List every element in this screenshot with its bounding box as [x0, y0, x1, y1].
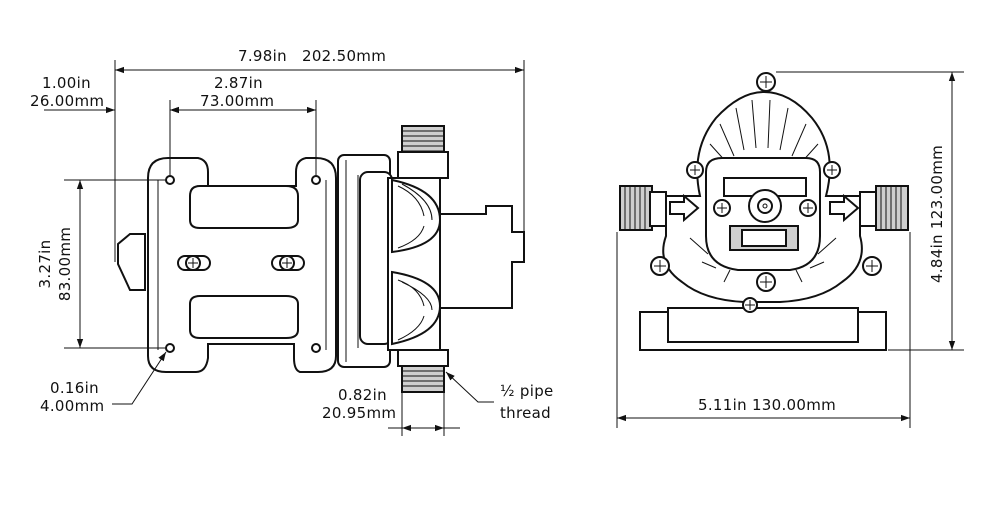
- front-height-label: 4.84in 123.00mm: [928, 145, 946, 283]
- hole-spacing-length-mm: 73.00mm: [200, 92, 274, 110]
- front-screw-lower-right-icon: [862, 256, 882, 276]
- mount-hole-bottom-left: [165, 343, 175, 353]
- front-outlet-port: [859, 185, 909, 231]
- thread-note-line2: thread: [500, 404, 551, 422]
- flow-arrow-out-icon: [829, 193, 860, 223]
- mount-hole-bottom-right: [311, 343, 321, 353]
- motor-rear-cap: [117, 233, 146, 291]
- thread-note-line1: ½ pipe: [500, 382, 554, 400]
- motor-screw-left-icon: [177, 255, 211, 271]
- mount-hole-top-left: [165, 175, 175, 185]
- front-view-dimensions: 5.11in 130.00mm 4.84in 123.00mm: [616, 71, 964, 428]
- port-diameter-in: 0.82in: [338, 386, 387, 404]
- port-top: [397, 125, 449, 179]
- front-width-label: 5.11in 130.00mm: [698, 396, 836, 414]
- hole-diameter-in: 0.16in: [50, 379, 99, 397]
- front-screw-upper-left-icon: [686, 161, 704, 179]
- front-screw-top-icon: [756, 72, 776, 92]
- front-inlet-port: [619, 185, 667, 231]
- hole-spacing-width-in: 3.27in: [36, 240, 54, 289]
- front-screw-lower-left-icon: [650, 256, 670, 276]
- front-view: [619, 72, 909, 351]
- overall-length-in: 7.98in: [238, 47, 287, 65]
- hole-spacing-length-in: 2.87in: [214, 74, 263, 92]
- hole-spacing-width-mm: 83.00mm: [56, 227, 74, 301]
- hole-diameter-mm: 4.00mm: [40, 397, 104, 415]
- bracket-slot-bottom: [189, 295, 299, 339]
- front-screw-base-icon: [742, 297, 758, 313]
- overall-length-mm: 202.50mm: [302, 47, 386, 65]
- front-screw-upper-right-icon: [823, 161, 841, 179]
- pump-outlet-body: [439, 205, 525, 309]
- mount-hole-top-right: [311, 175, 321, 185]
- mount-offset-mm: 26.00mm: [30, 92, 104, 110]
- port-diameter-mm: 20.95mm: [322, 404, 396, 422]
- front-screw-mid-left-icon: [713, 199, 731, 217]
- side-view-dimensions: 7.98in 202.50mm 1.00in 26.00mm 2.87in 73…: [30, 47, 554, 436]
- front-screw-mid-right-icon: [799, 199, 817, 217]
- motor-screw-right-icon: [271, 255, 305, 271]
- mount-offset-in: 1.00in: [42, 74, 91, 92]
- head-ribs: [689, 99, 837, 283]
- bracket-slot-top: [189, 185, 299, 229]
- front-screw-bottom-icon: [756, 272, 776, 292]
- port-bottom: [397, 349, 449, 393]
- flow-arrow-in-icon: [669, 193, 700, 223]
- side-view: [117, 125, 525, 393]
